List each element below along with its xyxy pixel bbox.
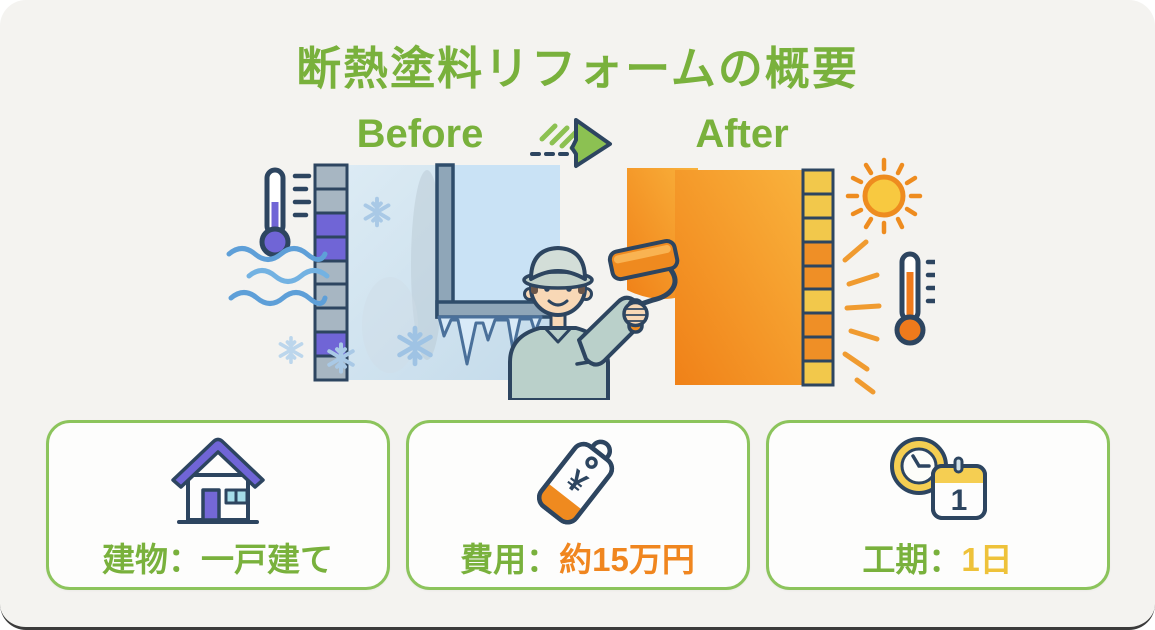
cold-thermometer-icon bbox=[259, 167, 312, 258]
card-building: 建物：一戸建て bbox=[45, 420, 390, 590]
insulated-orange-wall bbox=[627, 168, 835, 387]
heat-rays bbox=[842, 239, 882, 395]
building-label-value: 一戸建て bbox=[201, 541, 333, 578]
house-icon bbox=[158, 429, 278, 531]
info-cards-row: 建物：一戸建て ¥ 費用：約15万円 bbox=[0, 420, 1155, 590]
building-label: 建物：一戸建て bbox=[102, 533, 333, 581]
card-cost: ¥ 費用：約15万円 bbox=[405, 420, 750, 590]
page-title: 断熱塗料リフォームの概要 bbox=[296, 43, 859, 94]
before-label: Before bbox=[356, 112, 484, 156]
calendar-day-number: 1 bbox=[950, 484, 967, 517]
wind-icon bbox=[226, 246, 330, 306]
before-after-illustration bbox=[226, 157, 935, 400]
cost-label-key: 費用： bbox=[460, 541, 560, 578]
building-label-key: 建物： bbox=[102, 541, 201, 578]
paint-roller-icon bbox=[607, 238, 680, 334]
clock-calendar-icon: 1 bbox=[878, 429, 998, 531]
card-duration: 1 工期：1日 bbox=[765, 420, 1110, 590]
sun-icon bbox=[845, 157, 923, 235]
duration-label-key: 工期： bbox=[862, 541, 962, 578]
hot-thermometer-icon bbox=[894, 251, 935, 346]
cost-label: 費用：約15万円 bbox=[460, 533, 695, 581]
arrow-right-icon bbox=[530, 118, 612, 168]
price-tag-icon: ¥ bbox=[518, 429, 638, 531]
cost-label-value: 約15万円 bbox=[559, 541, 695, 578]
painter-worker bbox=[508, 238, 680, 400]
duration-label-value: 1日 bbox=[961, 541, 1013, 578]
after-label: After bbox=[695, 112, 789, 156]
duration-label: 工期：1日 bbox=[862, 533, 1012, 581]
